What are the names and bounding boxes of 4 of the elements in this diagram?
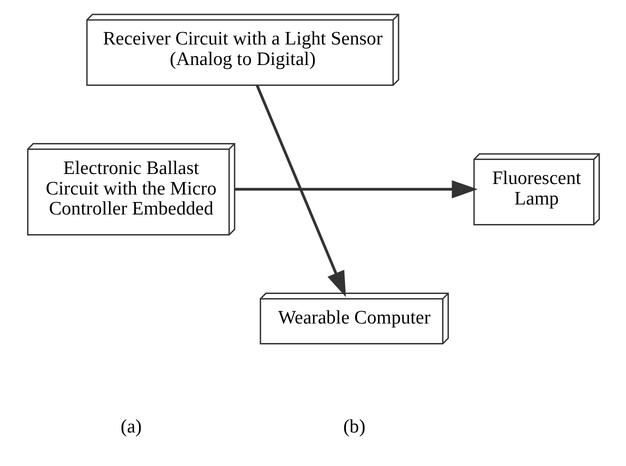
label: (a) [120, 416, 142, 437]
label: (b) [342, 416, 365, 437]
arrow [234, 180, 478, 198]
arrow [255, 84, 346, 297]
